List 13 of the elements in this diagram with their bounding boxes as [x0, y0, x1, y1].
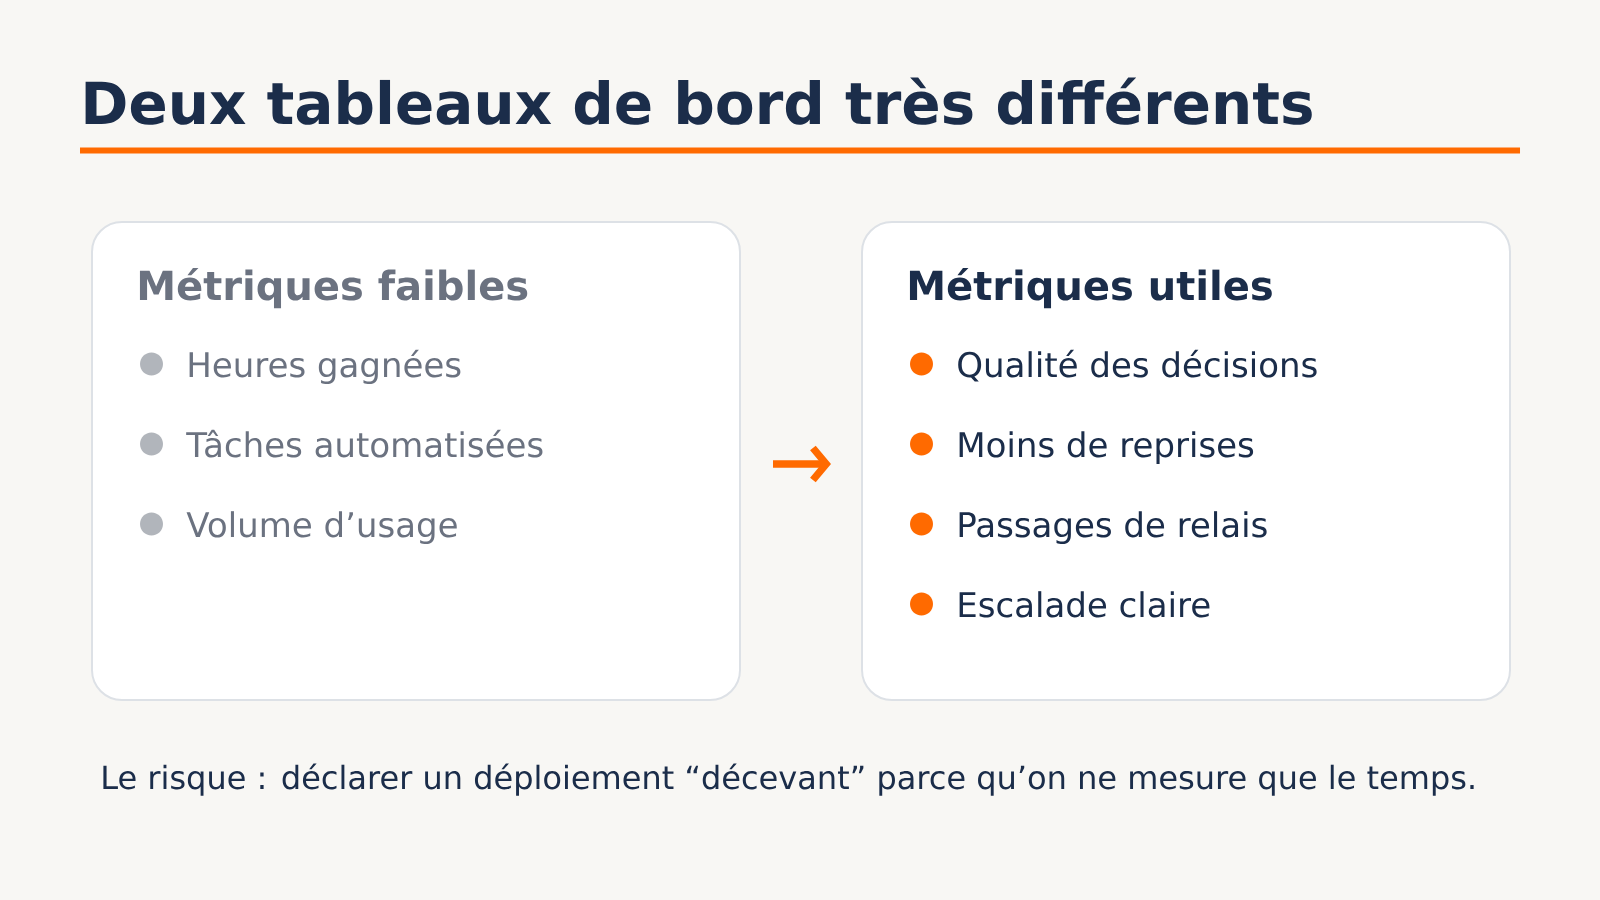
list-item: Passages de relais [959, 511, 1267, 545]
caption: Le risque : déclarer un déploiement “décevant” parce qu’on ne mesure que le temps. [103, 763, 1474, 796]
card-heading: Métriques utiles [909, 268, 1272, 309]
list-item: Tâches automatisées [186, 429, 543, 458]
list-item: Heures gagnées [189, 349, 461, 385]
metric-card [91, 221, 741, 701]
card-heading: Métriques faibles [139, 268, 528, 309]
list-item: Moins de reprises [959, 431, 1254, 465]
title: Deux tableaux de bord très différents [85, 77, 1312, 125]
list-item: Qualité des décisions [958, 349, 1317, 382]
list-item: Volume d’usage [186, 511, 457, 545]
list-item: Escalade claire [959, 591, 1210, 618]
metric-card [861, 221, 1511, 701]
